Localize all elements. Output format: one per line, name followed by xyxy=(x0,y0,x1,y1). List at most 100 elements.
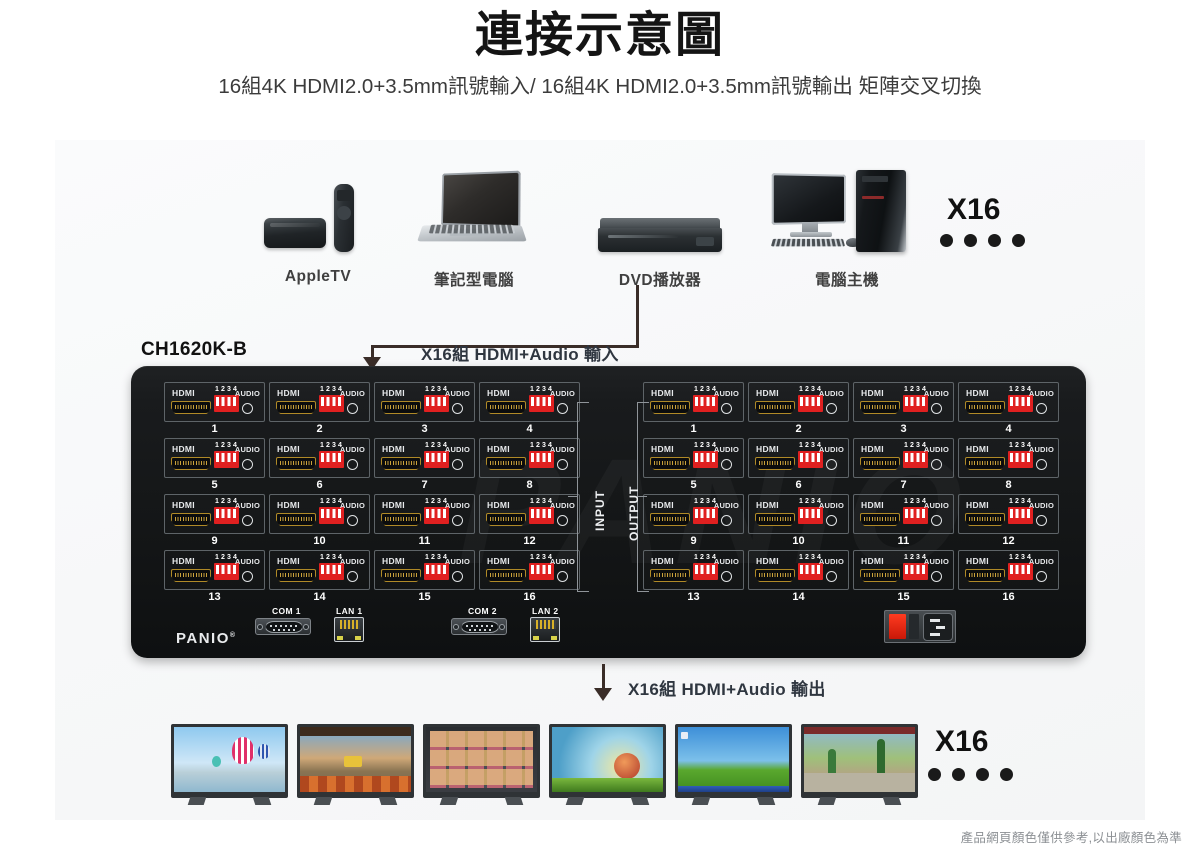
dip-switch[interactable] xyxy=(903,451,928,468)
audio-jack-icon[interactable] xyxy=(826,571,837,582)
dip-switch[interactable] xyxy=(903,395,928,412)
dip-switch[interactable] xyxy=(1008,451,1033,468)
audio-jack-icon[interactable] xyxy=(557,403,568,414)
audio-jack-icon[interactable] xyxy=(557,571,568,582)
audio-jack-icon[interactable] xyxy=(452,515,463,526)
power-switch[interactable] xyxy=(884,610,956,643)
power-rocker[interactable] xyxy=(889,614,906,639)
audio-jack-icon[interactable] xyxy=(931,571,942,582)
audio-jack-icon[interactable] xyxy=(347,571,358,582)
audio-jack-icon[interactable] xyxy=(721,459,732,470)
com2-port[interactable] xyxy=(451,618,507,635)
dip-switch[interactable] xyxy=(214,451,239,468)
dip-switch[interactable] xyxy=(1008,507,1033,524)
audio-jack-icon[interactable] xyxy=(721,403,732,414)
audio-jack-icon[interactable] xyxy=(1036,515,1047,526)
audio-jack-icon[interactable] xyxy=(557,459,568,470)
audio-jack-icon[interactable] xyxy=(1036,403,1047,414)
audio-jack-icon[interactable] xyxy=(721,515,732,526)
dip-switch[interactable] xyxy=(1008,395,1033,412)
dip-switch[interactable] xyxy=(1008,563,1033,580)
dip-switch[interactable] xyxy=(424,451,449,468)
audio-jack-icon[interactable] xyxy=(242,571,253,582)
com1-port[interactable] xyxy=(255,618,311,635)
audio-jack-icon[interactable] xyxy=(347,459,358,470)
dip-switch[interactable] xyxy=(798,395,823,412)
audio-jack-icon[interactable] xyxy=(452,403,463,414)
dip-switch[interactable] xyxy=(529,395,554,412)
dip-switch[interactable] xyxy=(424,507,449,524)
dip-switch[interactable] xyxy=(529,507,554,524)
audio-jack-icon[interactable] xyxy=(242,515,253,526)
audio-jack-icon[interactable] xyxy=(1036,571,1047,582)
dip-switch[interactable] xyxy=(214,395,239,412)
audio-jack-icon[interactable] xyxy=(242,403,253,414)
dip-switch[interactable] xyxy=(798,451,823,468)
dip-switch[interactable] xyxy=(214,507,239,524)
dip-switch[interactable] xyxy=(798,563,823,580)
audio-jack-icon[interactable] xyxy=(826,515,837,526)
lan2-port[interactable] xyxy=(530,617,560,642)
dip-switch[interactable] xyxy=(424,563,449,580)
lan1-port[interactable] xyxy=(334,617,364,642)
audio-jack-icon[interactable] xyxy=(721,571,732,582)
dip-switch[interactable] xyxy=(319,563,344,580)
audio-jack-icon[interactable] xyxy=(826,459,837,470)
dip-switch[interactable] xyxy=(693,563,718,580)
audio-jack-icon[interactable] xyxy=(452,571,463,582)
audio-jack-icon[interactable] xyxy=(557,515,568,526)
dip-switch[interactable] xyxy=(693,451,718,468)
dip-switch[interactable] xyxy=(693,395,718,412)
dip-switch[interactable] xyxy=(798,507,823,524)
dip-switch[interactable] xyxy=(903,563,928,580)
dip-switch[interactable] xyxy=(214,563,239,580)
audio-jack-icon[interactable] xyxy=(452,459,463,470)
dip-switch[interactable] xyxy=(693,507,718,524)
dip-switch[interactable] xyxy=(319,395,344,412)
audio-jack-icon[interactable] xyxy=(1036,459,1047,470)
dip-switch[interactable] xyxy=(529,451,554,468)
audio-jack-icon[interactable] xyxy=(242,459,253,470)
audio-jack-icon[interactable] xyxy=(931,459,942,470)
dip-switch[interactable] xyxy=(529,563,554,580)
audio-jack-icon[interactable] xyxy=(931,403,942,414)
dip-switch[interactable] xyxy=(319,451,344,468)
dip-switch[interactable] xyxy=(424,395,449,412)
dip-switch[interactable] xyxy=(903,507,928,524)
audio-jack-icon[interactable] xyxy=(347,515,358,526)
audio-jack-icon[interactable] xyxy=(931,515,942,526)
audio-jack-icon[interactable] xyxy=(826,403,837,414)
